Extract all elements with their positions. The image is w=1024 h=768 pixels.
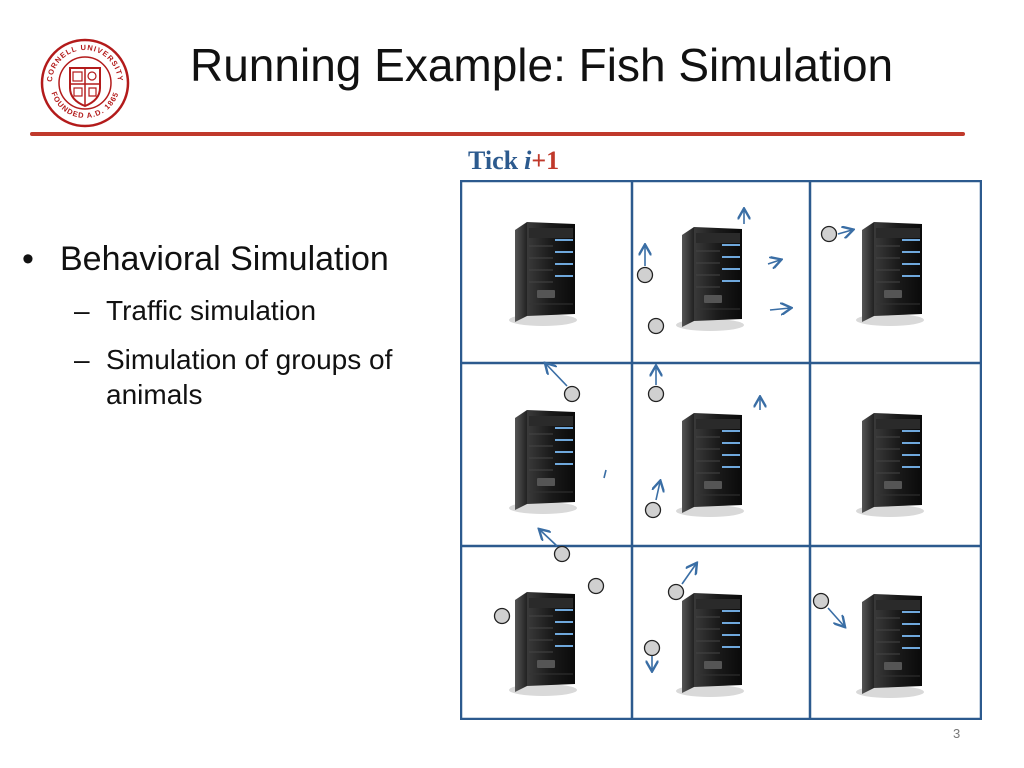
page-number: 3	[953, 726, 961, 741]
bullet-sub-1: – Traffic simulation	[74, 293, 442, 328]
circle-fish-icon	[553, 545, 571, 563]
server-tower-icon	[675, 412, 745, 518]
bullet-main-text: Behavioral Simulation	[60, 240, 389, 278]
server-tower-icon	[675, 592, 745, 698]
tick-variable: i	[524, 146, 532, 175]
velocity-arrow	[769, 308, 790, 310]
velocity-arrow	[837, 230, 852, 234]
circle-fish-icon	[587, 577, 605, 595]
dash-icon: –	[74, 295, 90, 326]
slide-title: Running Example: Fish Simulation	[190, 39, 894, 91]
circle-fish-icon	[820, 225, 838, 243]
circle-fish-icon	[643, 639, 661, 657]
bullet-sub-text: Traffic simulation	[106, 295, 317, 326]
circle-fish-icon	[644, 501, 662, 519]
title-divider	[30, 132, 965, 136]
velocity-arrow	[681, 564, 696, 585]
server-tower-icon	[508, 221, 578, 327]
circle-fish-icon	[647, 317, 665, 335]
server-tower-icon	[855, 593, 925, 699]
bullet-dot-icon: •	[22, 240, 34, 278]
bullet-list: • Behavioral Simulation – Traffic simula…	[22, 240, 442, 412]
velocity-arrow	[540, 530, 558, 547]
tick-plus: +	[531, 146, 547, 175]
velocity-arrow	[546, 364, 568, 387]
velocity-arrow	[827, 607, 844, 626]
circle-fish-icon	[493, 607, 511, 625]
partition-grid	[460, 180, 982, 720]
circle-fish-icon	[563, 385, 581, 403]
bullet-sub-2: – Simulation of groups of animals	[74, 342, 442, 412]
circle-fish-icon	[812, 592, 830, 610]
dash-icon: –	[74, 344, 90, 375]
cornell-logo: CORNELL UNIVERSITY FOUNDED A.D. 1865	[40, 38, 130, 128]
circle-fish-icon	[636, 266, 654, 284]
velocity-arrow	[656, 482, 660, 501]
tick-word: Tick	[468, 146, 519, 175]
server-tower-icon	[675, 226, 745, 332]
server-tower-icon	[508, 409, 578, 515]
bullet-sub-text: Simulation of groups of animals	[106, 344, 393, 410]
circle-fish-icon	[647, 385, 665, 403]
circle-fish-icon	[667, 583, 685, 601]
tick-number: 1	[546, 146, 560, 175]
server-tower-icon	[855, 412, 925, 518]
server-tower-icon	[508, 591, 578, 697]
velocity-arrow	[767, 260, 780, 264]
velocity-arrow	[603, 469, 607, 479]
server-tower-icon	[855, 221, 925, 327]
bullet-main: • Behavioral Simulation	[22, 240, 442, 279]
